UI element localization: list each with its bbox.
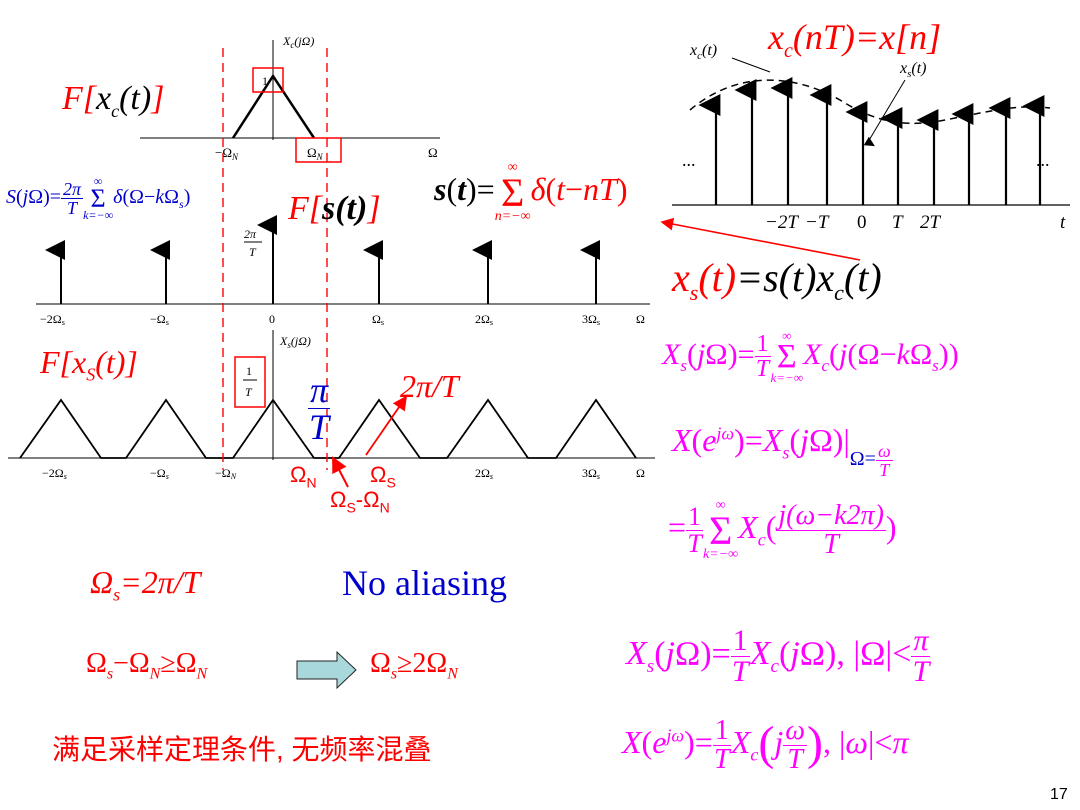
chinese-conclusion: 满足采样定理条件, 无频率混叠: [52, 734, 432, 765]
xs-height-num: 1: [246, 364, 252, 378]
time-dots-left: ...: [682, 150, 696, 170]
xc-neg-omega-n: −ΩN: [215, 145, 239, 162]
condition-right: Ωs≥2ΩN: [370, 648, 458, 683]
xs-pointer: [863, 79, 906, 147]
xc-ylabel: Xc(jΩ): [282, 34, 314, 50]
s-tick: Ωs: [372, 312, 384, 327]
xs-tick-labels: −2Ωs −Ωs −ΩN 2Ωs 3Ωs Ω: [42, 466, 645, 481]
time-tick: t: [1060, 212, 1066, 233]
s-tick: 3Ωs: [582, 312, 600, 327]
implies-arrow: [296, 650, 357, 690]
arrow-xs-to-s: [660, 217, 861, 261]
s-title: F[s(t)]: [288, 190, 381, 227]
time-plot: [672, 57, 1070, 206]
plot-xc: Xc(jΩ) 1 −ΩN ΩN Ω: [140, 34, 440, 163]
time-tick: −2T: [765, 212, 798, 233]
s-tick: −2Ωs: [40, 312, 65, 327]
xc-title: F[xc(t)]: [62, 80, 165, 121]
s-tick: Ω: [636, 312, 645, 326]
xs-two-pi-over-t: 2π/T: [400, 368, 459, 404]
xc-envelope-curve: [689, 79, 1051, 125]
xs-ylabel: Xs(jΩ): [279, 334, 311, 350]
xc-peak-box: [252, 67, 284, 93]
time-tick: 0: [857, 212, 867, 233]
time-tick: 2T: [920, 212, 941, 233]
xc-omega-n-box: [295, 137, 342, 163]
page-number: 17: [1050, 786, 1068, 803]
plot-s: 2π T −2Ωs −Ωs 0 Ωs 2Ωs 3Ωs Ω: [36, 215, 650, 327]
xs-height-box: [234, 356, 266, 408]
time-xc-label: xc(t): [690, 42, 718, 63]
xs-tick: Ω: [636, 466, 645, 480]
xc-triangle: [231, 73, 316, 139]
time-tick: T: [892, 212, 903, 233]
time-dots-right: ...: [1036, 150, 1050, 170]
xs-tick: 2Ωs: [475, 466, 493, 481]
xs-omega-s-label: ΩS: [370, 462, 396, 491]
s-tick-labels: −2Ωs −Ωs 0 Ωs 2Ωs 3Ωs Ω: [40, 312, 645, 327]
xs-arrow-to-omega-sn: [332, 456, 349, 488]
time-top-formula: xc(nT)=x[n]: [768, 17, 942, 63]
xs-tick: −Ωs: [150, 466, 169, 481]
xc-pos-omega-n: ΩN: [307, 145, 324, 162]
s-height-num: 2π: [244, 227, 257, 241]
xs-title: F[xS(t)]: [40, 344, 138, 385]
xs-arrow-period: [365, 395, 408, 456]
xs-height-den: T: [245, 385, 253, 399]
s-tick: 2Ωs: [475, 312, 493, 327]
s-height-den: T: [249, 245, 257, 259]
xs-tick: −ΩN: [215, 466, 237, 481]
xc-pointer: [731, 57, 771, 73]
time-xs-label: xs(t): [900, 60, 927, 81]
condition-left: Ωs−ΩN≥ΩN: [86, 648, 208, 683]
s-tick: 0: [269, 312, 275, 326]
omega-s-definition: Ωs=2π/T: [90, 564, 201, 605]
xs-omega-s-minus-n-label: ΩS-ΩN: [330, 487, 390, 516]
s-tick: −Ωs: [150, 312, 169, 327]
xs-omega-n-label: ΩN: [290, 462, 317, 491]
time-tick: −T: [805, 212, 829, 233]
xs-tick: 3Ωs: [582, 466, 600, 481]
xs-product-eq: xs(t)=s(t)xc(t): [672, 255, 882, 305]
xc-peak-label: 1: [262, 74, 268, 88]
xs-tick: −2Ωs: [42, 466, 67, 481]
xc-omega-label: Ω: [428, 145, 438, 160]
no-aliasing-label: No aliasing: [342, 563, 507, 603]
